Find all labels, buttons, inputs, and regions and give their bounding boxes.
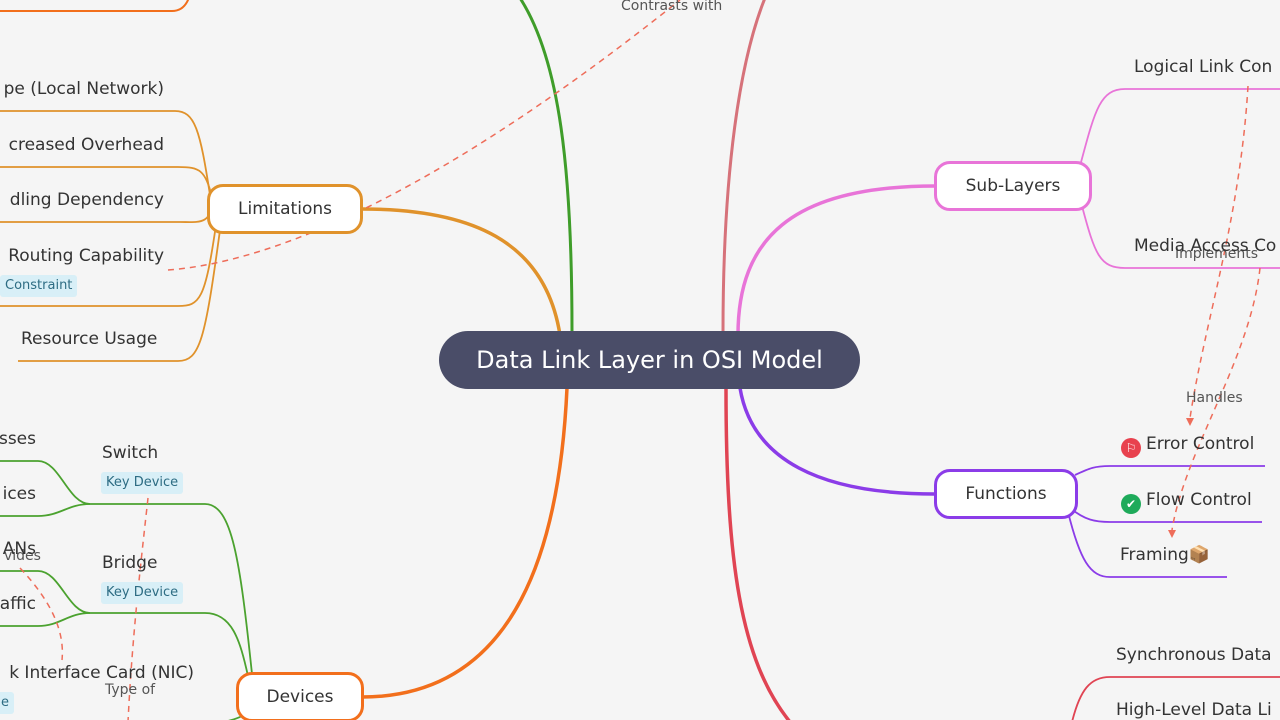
sub-layers-node[interactable]: Sub-Layers	[934, 161, 1092, 211]
constraint-tag: Constraint	[0, 275, 78, 297]
check-icon: ✔	[1121, 494, 1141, 514]
bridge-child-item[interactable]: affic	[0, 594, 36, 614]
switch-child-item[interactable]: sses	[0, 429, 36, 449]
link-implements	[1189, 85, 1249, 419]
root-node[interactable]: Data Link Layer in OSI Model	[439, 331, 860, 389]
functions-node[interactable]: Functions	[934, 469, 1078, 519]
function-item-error-control[interactable]: ⚐Error Control	[1121, 433, 1254, 458]
key-device-tag: Key Device	[101, 472, 184, 494]
edge-label-divides: vides	[4, 548, 41, 564]
branch-protocols	[724, 387, 791, 720]
limitation-item[interactable]: Routing Capability	[8, 246, 164, 266]
limitation-item[interactable]: Resource Usage	[21, 329, 158, 349]
limitation-item[interactable]: creased Overhead	[8, 135, 164, 155]
function-item-framing[interactable]: Framing📦	[1120, 545, 1210, 565]
protocol-item[interactable]: High-Level Data Li	[1116, 700, 1272, 720]
function-item-flow-control[interactable]: ✔Flow Control	[1121, 489, 1252, 514]
sub-layer-item[interactable]: Media Access Co	[1134, 236, 1277, 256]
protocol-item[interactable]: Synchronous Data	[1116, 645, 1272, 665]
nic-item[interactable]: k Interface Card (NIC)	[9, 663, 194, 683]
edge-label-implements: Implements	[1175, 246, 1259, 262]
branch-top-left	[519, 0, 574, 333]
limitation-item[interactable]: pe (Local Network)	[3, 79, 164, 99]
devices-node[interactable]: Devices	[236, 672, 364, 720]
flag-icon: ⚐	[1121, 438, 1141, 458]
key-device-tag: Key Device	[101, 582, 184, 604]
branch-sublayers	[736, 184, 936, 336]
link-divides	[19, 567, 64, 661]
switch-item[interactable]: Switch	[102, 443, 159, 463]
link-contrasts	[167, 0, 681, 271]
limitation-item[interactable]: dling Dependency	[9, 190, 164, 210]
package-icon: 📦	[1188, 545, 1210, 565]
branch-top-right	[721, 0, 766, 333]
link-type-of	[127, 497, 149, 720]
edge-label-type-of: Type of	[105, 682, 156, 698]
nic-tag: e	[0, 692, 14, 714]
sub-layer-item[interactable]: Logical Link Con	[1134, 57, 1273, 77]
branch-limitations	[361, 207, 562, 336]
switch-child-item[interactable]: ices	[2, 484, 36, 504]
edge-label-handles: Handles	[1186, 390, 1243, 406]
branch-devices	[361, 387, 569, 699]
edge-label-contrasts: Contrasts with	[621, 0, 723, 14]
link-handles	[1171, 267, 1261, 531]
branch-functions	[738, 387, 936, 496]
bridge-child-item[interactable]: ANs	[2, 539, 36, 559]
limitations-node[interactable]: Limitations	[207, 184, 363, 234]
bridge-item[interactable]: Bridge	[102, 553, 158, 573]
